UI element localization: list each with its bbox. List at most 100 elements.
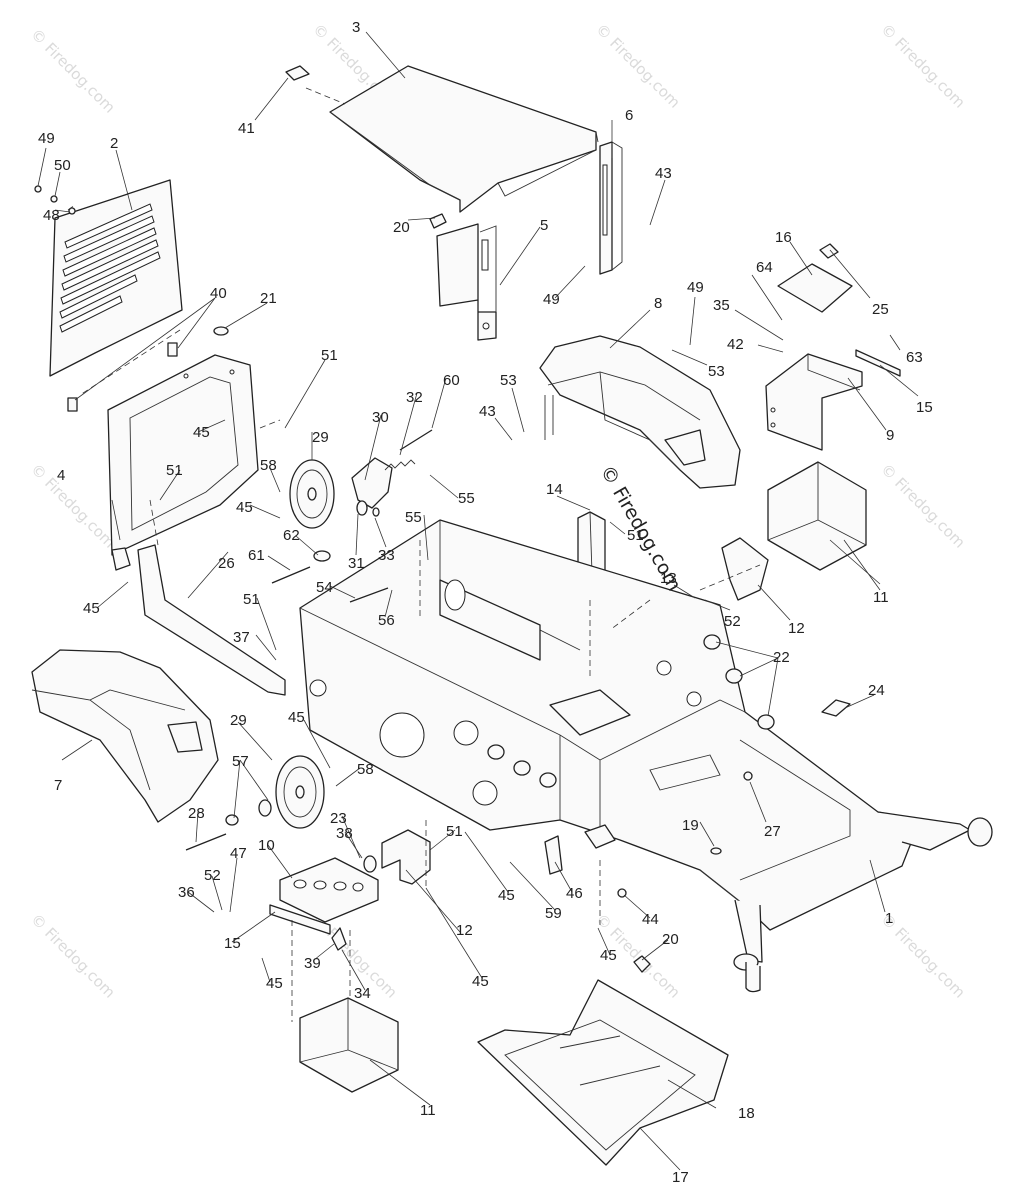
callout-11b: 11 — [420, 1102, 436, 1119]
callout-22: 22 — [773, 649, 790, 666]
callout-51a: 51 — [321, 347, 338, 364]
part-pad — [285, 65, 310, 81]
callout-19: 19 — [682, 817, 699, 834]
callout-2: 2 — [110, 135, 118, 152]
part-grommet-24 — [821, 699, 851, 717]
part-strip — [855, 349, 901, 377]
callout-14: 14 — [546, 481, 563, 498]
callout-25: 25 — [872, 301, 889, 318]
callout-18: 18 — [738, 1105, 755, 1122]
assembly-lines — [67, 87, 761, 1022]
part-control-box — [279, 857, 379, 923]
callout-53b: 53 — [500, 372, 517, 389]
part-bolt-54 — [349, 587, 389, 603]
callout-39: 39 — [304, 955, 321, 972]
part-block — [584, 824, 616, 849]
callout-12a: 12 — [788, 620, 805, 637]
part-clip-lower — [633, 955, 651, 973]
callout-41: 41 — [238, 120, 255, 137]
callout-45a: 45 — [193, 424, 210, 441]
part-floor-pan — [477, 979, 729, 1166]
callout-47: 47 — [230, 845, 247, 862]
callout-49a: 49 — [38, 130, 55, 147]
part-nut — [743, 771, 753, 781]
part-grommet-23 — [363, 855, 377, 873]
callout-7: 7 — [54, 777, 62, 794]
callout-28: 28 — [188, 805, 205, 822]
callout-17: 17 — [672, 1169, 689, 1186]
callout-labels: 1 2 3 4 5 6 7 8 9 10 11 11 12 12 13 14 1… — [38, 19, 933, 1186]
callout-38: 38 — [336, 825, 353, 842]
callout-35: 35 — [713, 297, 730, 314]
part-washer-57b — [225, 814, 239, 826]
callout-55a: 55 — [458, 490, 475, 507]
callout-29b: 29 — [230, 712, 247, 729]
callout-45d: 45 — [288, 709, 305, 726]
callout-45f: 45 — [472, 973, 489, 990]
part-box-bracket — [765, 353, 863, 451]
watermark-tile: © Firedog.com — [27, 25, 119, 117]
callout-51d: 51 — [627, 527, 644, 544]
callout-3: 3 — [352, 19, 360, 36]
part-screw — [34, 185, 42, 193]
part-grommet — [757, 714, 775, 730]
part-washer-21 — [213, 326, 229, 336]
callout-61: 61 — [248, 547, 265, 564]
callout-23: 23 — [330, 810, 347, 827]
part-washer — [68, 207, 76, 215]
callout-55b: 55 — [405, 509, 422, 526]
part-bolt — [399, 429, 433, 451]
part-drag-bar — [137, 544, 286, 696]
callout-59: 59 — [545, 905, 562, 922]
leader-lines — [37, 31, 919, 1171]
callout-43b: 43 — [479, 403, 496, 420]
part-hood-cover — [329, 65, 599, 213]
callout-51c: 51 — [243, 591, 260, 608]
part-small-plate-46 — [544, 835, 563, 875]
callout-43a: 43 — [655, 165, 672, 182]
part-clip — [429, 213, 447, 229]
callout-49b: 49 — [543, 291, 560, 308]
callout-26: 26 — [218, 555, 235, 572]
watermark-tile: © Firedog.com — [592, 20, 684, 112]
callout-10: 10 — [258, 837, 275, 854]
callout-49c: 49 — [687, 279, 704, 296]
callout-15a: 15 — [916, 399, 933, 416]
part-idler-bracket — [351, 457, 393, 509]
callout-51e: 51 — [446, 823, 463, 840]
callout-36: 36 — [178, 884, 195, 901]
part-grommet — [513, 760, 531, 776]
part-side-frame — [107, 354, 259, 571]
callout-20b: 20 — [662, 931, 679, 948]
callout-45e: 45 — [498, 887, 515, 904]
callout-45g: 45 — [600, 947, 617, 964]
callout-40: 40 — [210, 285, 227, 302]
callout-32: 32 — [406, 389, 423, 406]
callout-16: 16 — [775, 229, 792, 246]
part-angle-bracket — [721, 537, 769, 601]
callout-51b: 51 — [166, 462, 183, 479]
part-grommet — [703, 634, 721, 650]
callout-13: 13 — [660, 570, 677, 587]
callout-56: 56 — [378, 612, 395, 629]
callout-4: 4 — [57, 467, 65, 484]
callout-60: 60 — [443, 372, 460, 389]
callout-37: 37 — [233, 629, 250, 646]
part-washer-19 — [710, 847, 722, 855]
callout-54: 54 — [316, 579, 333, 596]
part-long-bolt — [271, 566, 311, 584]
callout-64: 64 — [756, 259, 773, 276]
callout-24: 24 — [868, 682, 885, 699]
callout-48: 48 — [43, 207, 60, 224]
callout-5: 5 — [540, 217, 548, 234]
part-bin-right — [767, 461, 867, 571]
callout-45c: 45 — [83, 600, 100, 617]
callout-11a: 11 — [873, 589, 889, 606]
callout-44: 44 — [642, 911, 659, 928]
callout-46: 46 — [566, 885, 583, 902]
part-bushing — [356, 500, 368, 516]
part-spring — [384, 459, 416, 471]
callout-42: 42 — [727, 336, 744, 353]
part-strip-left — [269, 904, 331, 935]
